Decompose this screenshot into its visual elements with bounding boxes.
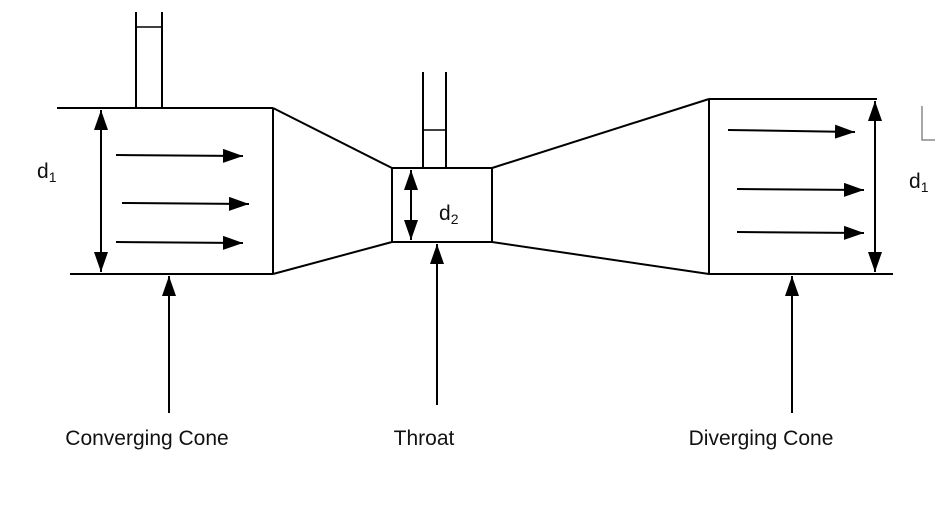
flow-arrow [115, 235, 244, 250]
diverging-bottom-wall [491, 241, 710, 275]
inlet-diameter-label: d1 [37, 160, 57, 185]
flow-arrow [115, 148, 244, 163]
throat-section [391, 167, 493, 243]
throat-pressure-tube [422, 72, 447, 168]
flow-arrows [115, 124, 865, 250]
inlet-pressure-tube [135, 12, 163, 108]
edge-corner-mark [921, 106, 935, 141]
outlet-diameter-label: d1 [909, 170, 929, 195]
converging-bottom-wall [272, 241, 393, 275]
flow-arrow [736, 225, 865, 240]
diverging-cone-label: Diverging Cone [689, 427, 834, 450]
converging-cone-label: Converging Cone [65, 427, 228, 450]
venturi-outline [57, 98, 893, 275]
flow-arrow [736, 182, 865, 197]
converging-top-wall [272, 107, 393, 169]
throat-diameter-label: d2 [439, 202, 459, 227]
flow-arrow [121, 196, 250, 211]
diverging-top-wall [491, 98, 710, 169]
throat-label: Throat [394, 427, 455, 450]
flow-arrow [727, 124, 856, 139]
